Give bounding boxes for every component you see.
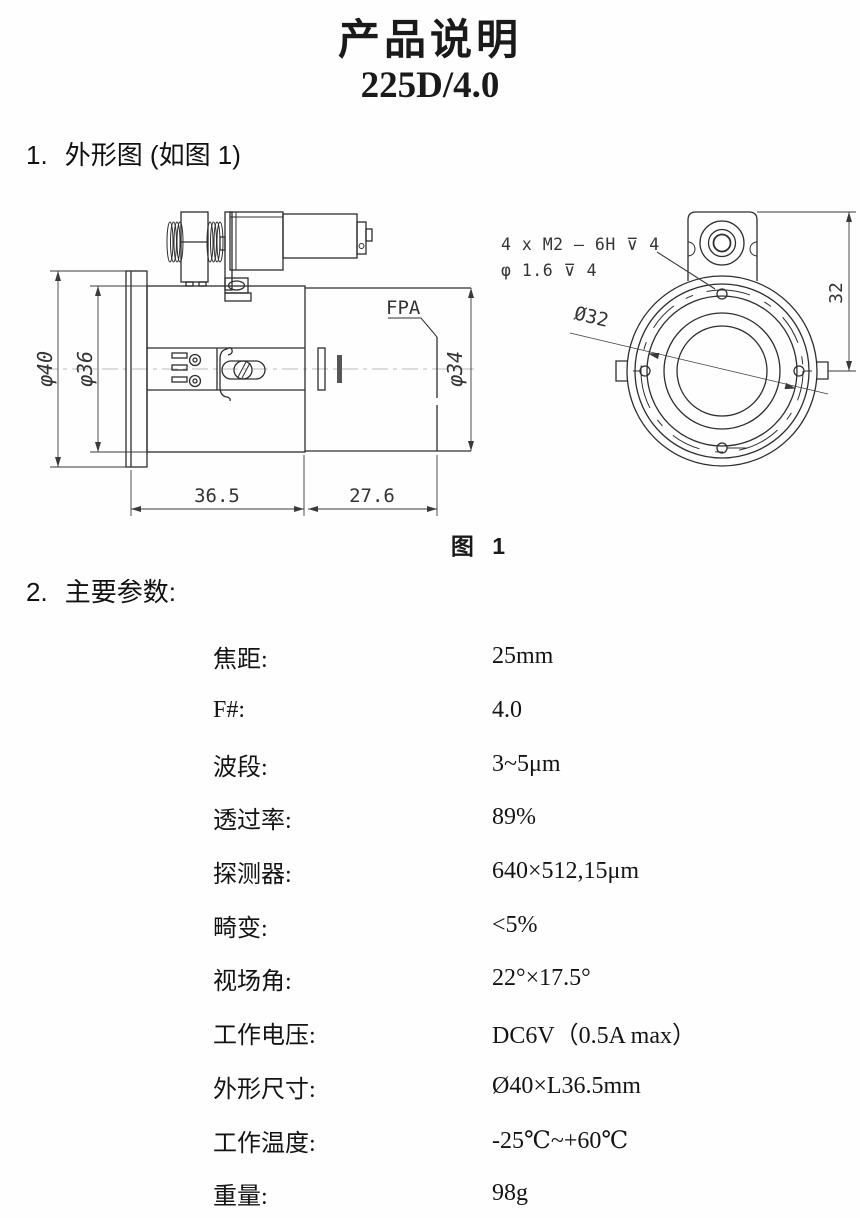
dim-32-text: 32 [826,282,847,304]
motor-assembly [166,211,373,302]
lens-body-outline [146,285,306,453]
dim-phi36-text: φ36 [73,351,97,387]
parameter-label: 工作电压: [213,1023,316,1050]
fpa-plane-line [388,317,438,451]
dim-bolt-circle-text: Ø32 [572,303,610,332]
front-aperture-circle [676,325,768,417]
parameter-row-transmittance: 透过率: 89% [0,791,860,845]
section-2-number: 2. [26,577,48,607]
side-tab-right [817,361,829,380]
parameter-row-weight: 重量: 98g [0,1167,860,1218]
side-tab-left [615,360,627,382]
parameter-label: 透过率: [213,808,292,835]
parameter-row-f-number: F#: 4.0 [0,684,860,738]
dim-27-6-text: 27.6 [349,485,395,507]
parameter-label: 探测器: [213,862,292,889]
fpa-label: FPA [386,297,421,319]
front-view-drawing: 4 x M2 – 6H ⊽ 4 φ 1.6 ⊽ 4 Ø32 32 [501,211,856,467]
figure-1-caption: 图 1 [450,533,506,559]
parameter-row-waveband: 波段: 3~5μm [0,737,860,791]
mounting-ear [687,211,758,281]
section-2-title: 主要参数: [64,577,176,607]
parameter-label: 工作温度: [213,1130,316,1157]
parameter-row-focal-length: 焦距: 25mm [0,630,860,684]
contact-strips [171,352,188,383]
lens-element-2 [337,355,342,383]
section-1-title: 外形图 (如图 1) [64,140,241,170]
parameter-label: 重量: [213,1184,268,1211]
parameter-value: 98g [492,1180,528,1207]
parameter-label: F#: [213,697,246,724]
parameter-row-distortion: 畸变: <5% [0,898,860,952]
lens-element [317,347,326,391]
front-outer-circle [626,275,818,467]
parameter-label: 波段: [213,754,268,781]
side-view-drawing: φ40 φ36 φ34 FPA 36.5 27.6 [33,211,474,516]
parameter-value: 3~5μm [492,750,561,777]
parameter-value: -25℃~+60℃ [492,1127,629,1154]
dim-phi34-text: φ34 [443,351,467,387]
parameters-table: 焦距: 25mm F#: 4.0 波段: 3~5μm 透过率: 89% 探测器:… [0,630,860,1218]
section-2-heading: 2. 主要参数: [26,572,176,609]
spring-clip [219,347,233,402]
dim-phi40-text: φ40 [33,351,57,387]
parameter-label: 视场角: [213,969,292,996]
motor-bracket [224,211,252,302]
mounting-holes [633,288,812,454]
parameter-value: <5% [492,911,538,938]
gearbox [229,211,284,271]
section-1-heading: 1. 外形图 (如图 1) [26,135,241,172]
parameter-row-voltage: 工作电压: DC6V（0.5A max） [0,1006,860,1060]
parameter-label: 焦距: [213,647,268,674]
parameter-row-fov: 视场角: 22°×17.5° [0,952,860,1006]
motor-body [282,213,358,259]
parameter-row-temperature: 工作温度: -25℃~+60℃ [0,1113,860,1167]
cam-slot [221,360,266,380]
parameter-row-detector: 探测器: 640×512,15μm [0,845,860,899]
parameter-label: 外形尺寸: [213,1076,316,1103]
parameter-label: 畸变: [213,915,268,942]
bayonet-slot-arcs [640,289,804,453]
parameter-value: 22°×17.5° [492,965,591,992]
parameter-value: 25mm [492,643,554,670]
parameter-value: DC6V（0.5A max） [492,1023,696,1050]
dim-36-5-text: 36.5 [194,485,240,507]
parameter-value: Ø40×L36.5mm [492,1072,641,1099]
thread-note-line2: φ 1.6 ⊽ 4 [501,261,597,280]
page-title: 产品说明 [337,18,522,64]
parameter-row-dimensions: 外形尺寸: Ø40×L36.5mm [0,1060,860,1114]
figure-1-drawing: φ40 φ36 φ34 FPA 36.5 27.6 [33,211,856,516]
screw-heads [188,353,202,388]
parameter-value: 640×512,15μm [492,858,640,885]
parameter-value: 89% [492,804,536,831]
parameter-value: 4.0 [492,697,522,724]
section-1-number: 1. [26,140,48,170]
thread-note-line1: 4 x M2 – 6H ⊽ 4 [501,235,660,254]
model-number: 225D/4.0 [360,65,500,106]
